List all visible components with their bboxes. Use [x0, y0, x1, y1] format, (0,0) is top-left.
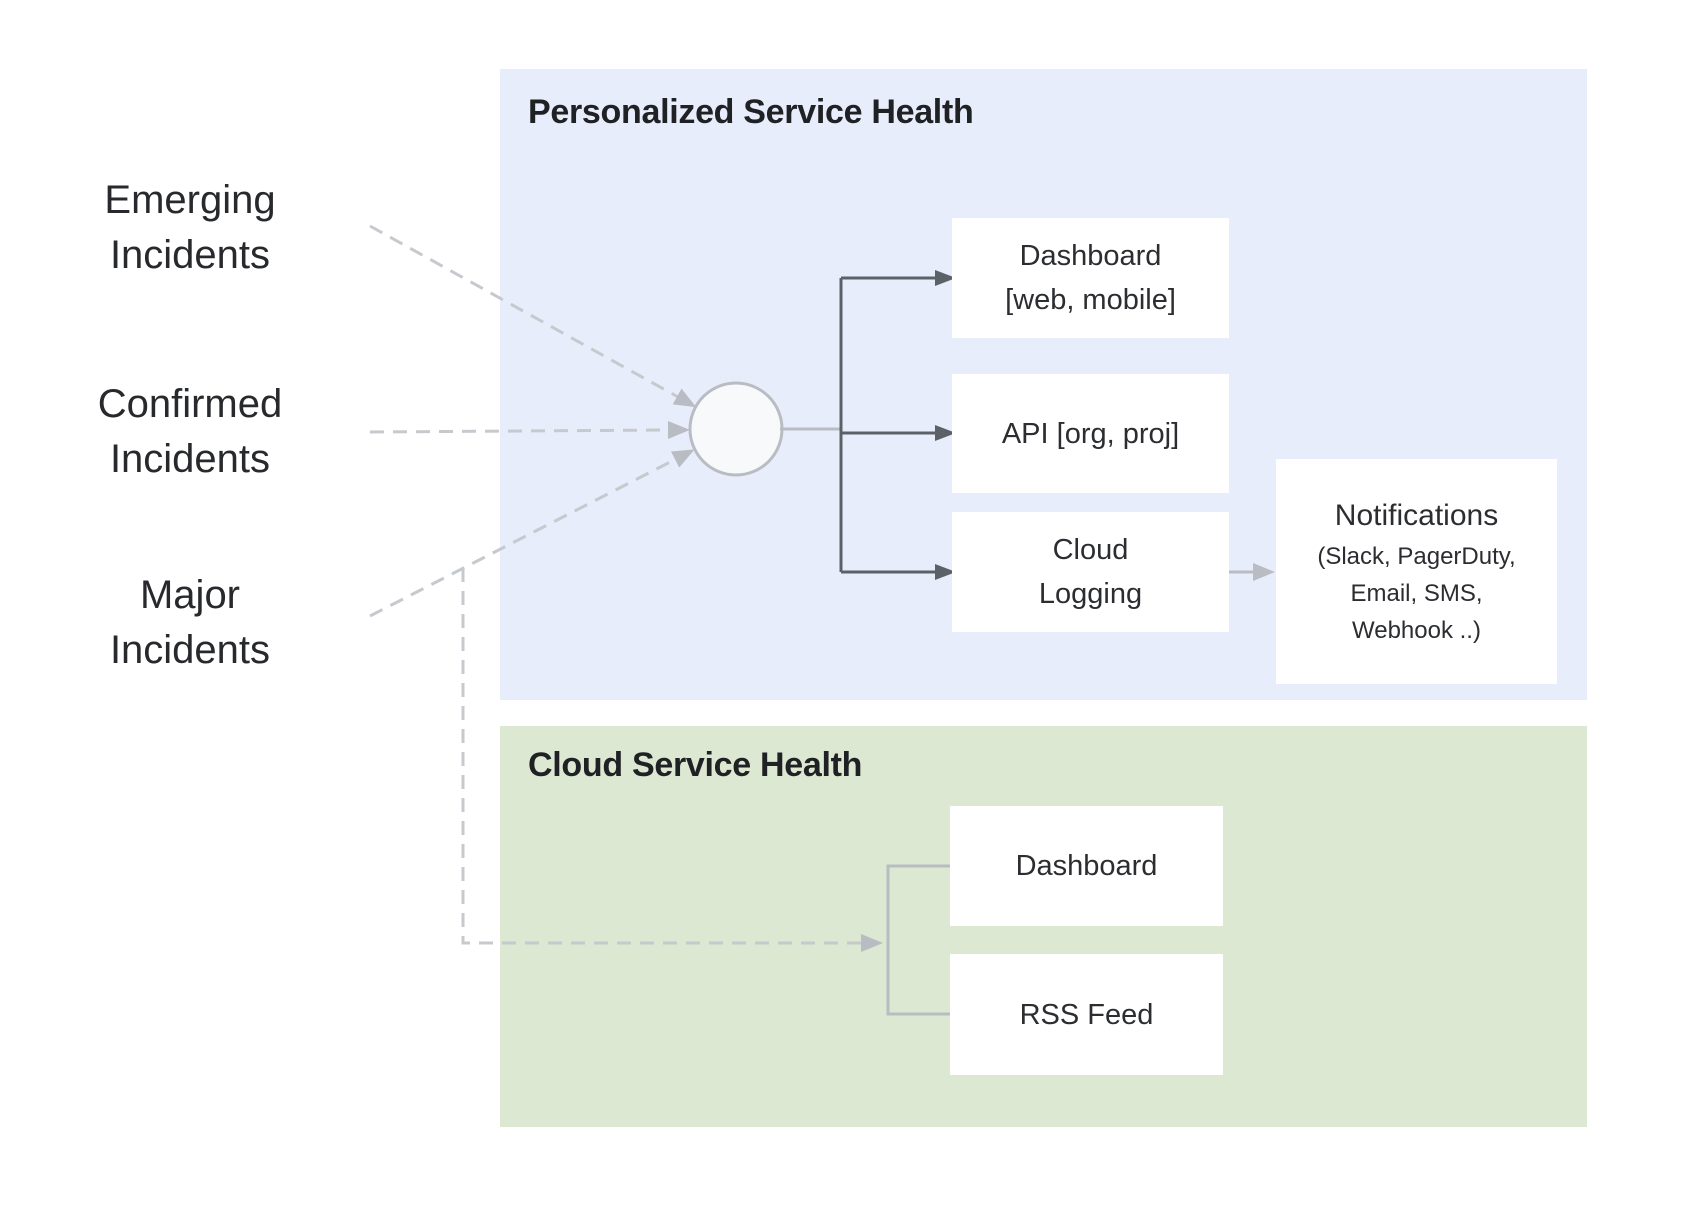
node-line: Dashboard	[1015, 850, 1158, 882]
node-line: Cloud	[1052, 534, 1129, 566]
notifications-channels-line: (Slack, PagerDuty,	[1317, 543, 1516, 570]
node-notifications: Notifications (Slack, PagerDuty, Email, …	[1276, 459, 1557, 684]
notifications-title: Notifications	[1334, 499, 1499, 532]
node-line: Logging	[1038, 578, 1143, 610]
major-incidents-connector	[369, 449, 695, 618]
input-label-emerging-incidents: Emerging Incidents	[50, 173, 330, 283]
input-label-confirmed-incidents: Confirmed Incidents	[50, 377, 330, 487]
node-cloud-dashboard: Dashboard	[950, 806, 1223, 926]
node-dashboard-web-mobile: Dashboard [web, mobile]	[952, 218, 1229, 338]
confirmed-incidents-connector	[369, 421, 690, 440]
label-line: Incidents	[109, 437, 271, 481]
node-rss-feed: RSS Feed	[950, 954, 1223, 1075]
node-line: API [org, proj]	[1001, 417, 1180, 450]
node-line: Dashboard	[1019, 240, 1162, 272]
notifications-channels-line: Webhook ..)	[1352, 617, 1481, 644]
input-label-major-incidents: Major Incidents	[50, 568, 330, 678]
fan-in-node	[688, 381, 784, 477]
personalized-panel-title: Personalized Service Health	[528, 93, 974, 131]
label-line: Major	[139, 573, 241, 617]
notifications-channels-line: Email, SMS,	[1350, 580, 1483, 607]
node-line: [web, mobile]	[1005, 284, 1176, 316]
node-api-org-proj: API [org, proj]	[952, 374, 1229, 493]
cloud-panel-bracket	[886, 864, 952, 1016]
emerging-incidents-connector	[369, 224, 697, 408]
node-line: RSS Feed	[1019, 998, 1154, 1031]
label-line: Confirmed	[97, 382, 283, 426]
label-line: Incidents	[109, 233, 271, 277]
cloud-panel-title: Cloud Service Health	[528, 746, 863, 784]
label-line: Emerging	[104, 178, 276, 222]
label-line: Incidents	[109, 628, 271, 672]
node-cloud-logging: Cloud Logging	[952, 512, 1229, 632]
cloud-service-health-branch-connector	[461, 568, 883, 952]
